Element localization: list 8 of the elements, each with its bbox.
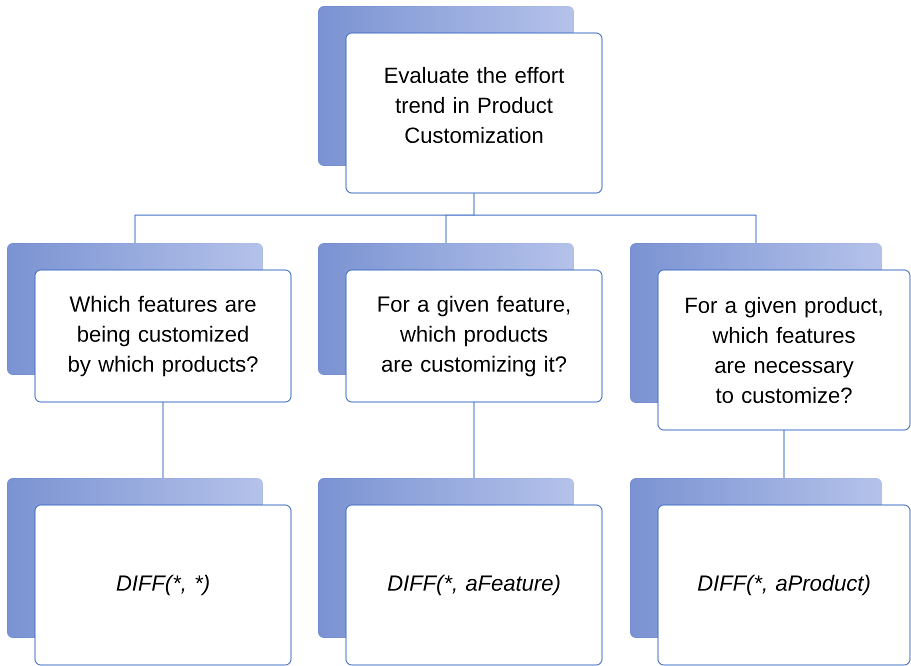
- process-box: For a given feature, which products are customizing it?: [346, 269, 602, 402]
- process-box: Evaluate the effort trend in Product Customization: [346, 32, 602, 194]
- connector-line: [162, 402, 164, 478]
- process-box: Which features are being customized by which products?: [34, 269, 292, 402]
- process-box: For a given product, which features are necessary to customize?: [658, 269, 910, 430]
- process-box: DIFF(*, aFeature): [346, 504, 602, 666]
- process-box: DIFF(*, aProduct): [658, 504, 910, 666]
- process-box: DIFF(*, *): [34, 504, 292, 666]
